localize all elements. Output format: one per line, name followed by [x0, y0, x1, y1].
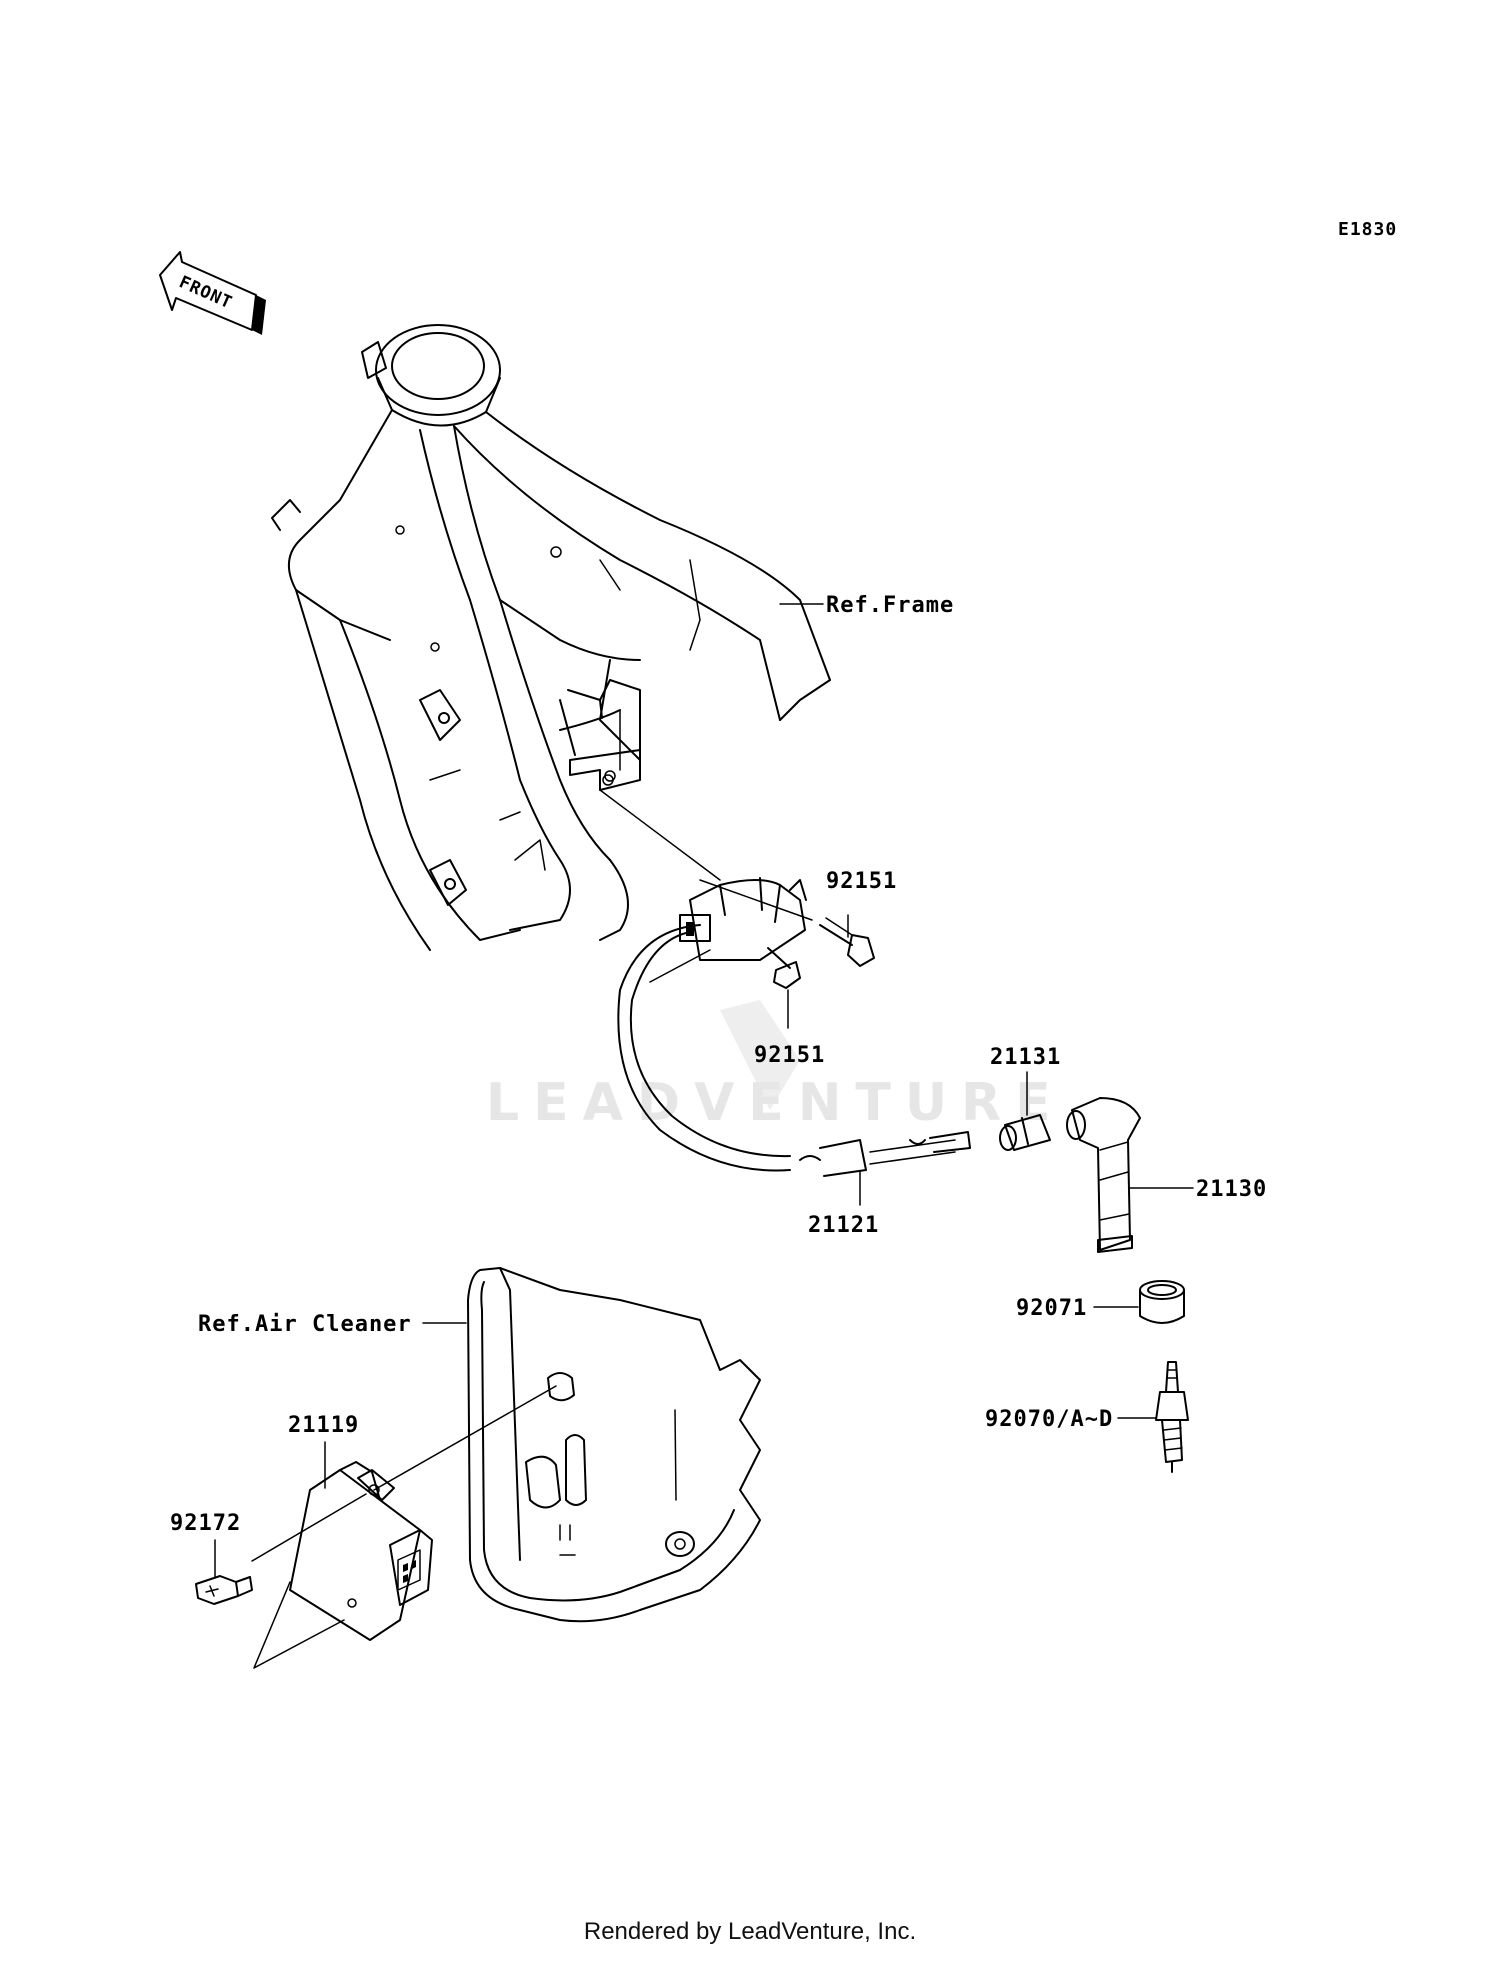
part-cap-ring: 92071 — [1016, 1296, 1087, 1321]
igniter-icon — [289, 1461, 433, 1641]
part-igniter-bolt: 92172 — [170, 1511, 241, 1536]
ignition-coil — [679, 877, 807, 961]
bolt-upper-icon — [819, 917, 875, 967]
air-cleaner-drawing — [467, 1267, 761, 1623]
part-cap-seal: 21131 — [990, 1045, 1061, 1070]
bolt-lower-icon — [767, 947, 801, 989]
part-igniter: 21119 — [288, 1413, 359, 1438]
igniter-mount-line — [373, 1385, 557, 1491]
watermark: LEADVENTURE — [486, 1000, 1065, 1133]
cap-seal-icon — [999, 1114, 1051, 1151]
diagram-code: E1830 — [1338, 219, 1397, 240]
part-bolt-lower: 92151 — [754, 1043, 825, 1068]
spark-plug-icon — [1155, 1361, 1189, 1473]
igniter-bracket-lines — [253, 1581, 345, 1669]
bolt-upper-dash — [699, 879, 813, 921]
part-lead-wire: 21121 — [808, 1213, 879, 1238]
watermark-text: LEADVENTURE — [486, 1073, 1065, 1133]
plug-cap-icon — [1066, 1097, 1141, 1253]
cap-ring-icon — [1139, 1280, 1185, 1324]
part-bolt-upper: 92151 — [826, 869, 897, 894]
front-label: FRONT — [176, 272, 235, 313]
igniter-bolt-icon — [195, 1575, 253, 1605]
igniter-bolt-line — [251, 1493, 367, 1562]
footer-credit: Rendered by LeadVenture, Inc. — [583, 1918, 917, 1945]
lead-wire — [617, 924, 971, 1177]
front-arrow-icon: FRONT — [159, 251, 266, 335]
part-plug-cap: 21130 — [1196, 1177, 1267, 1202]
coil-leader — [599, 789, 721, 881]
ref-air-cleaner-label: Ref.Air Cleaner — [198, 1312, 412, 1337]
ref-frame-label: Ref.Frame — [826, 593, 954, 618]
part-spark-plug: 92070/A~D — [985, 1407, 1113, 1432]
frame-drawing — [271, 324, 831, 951]
